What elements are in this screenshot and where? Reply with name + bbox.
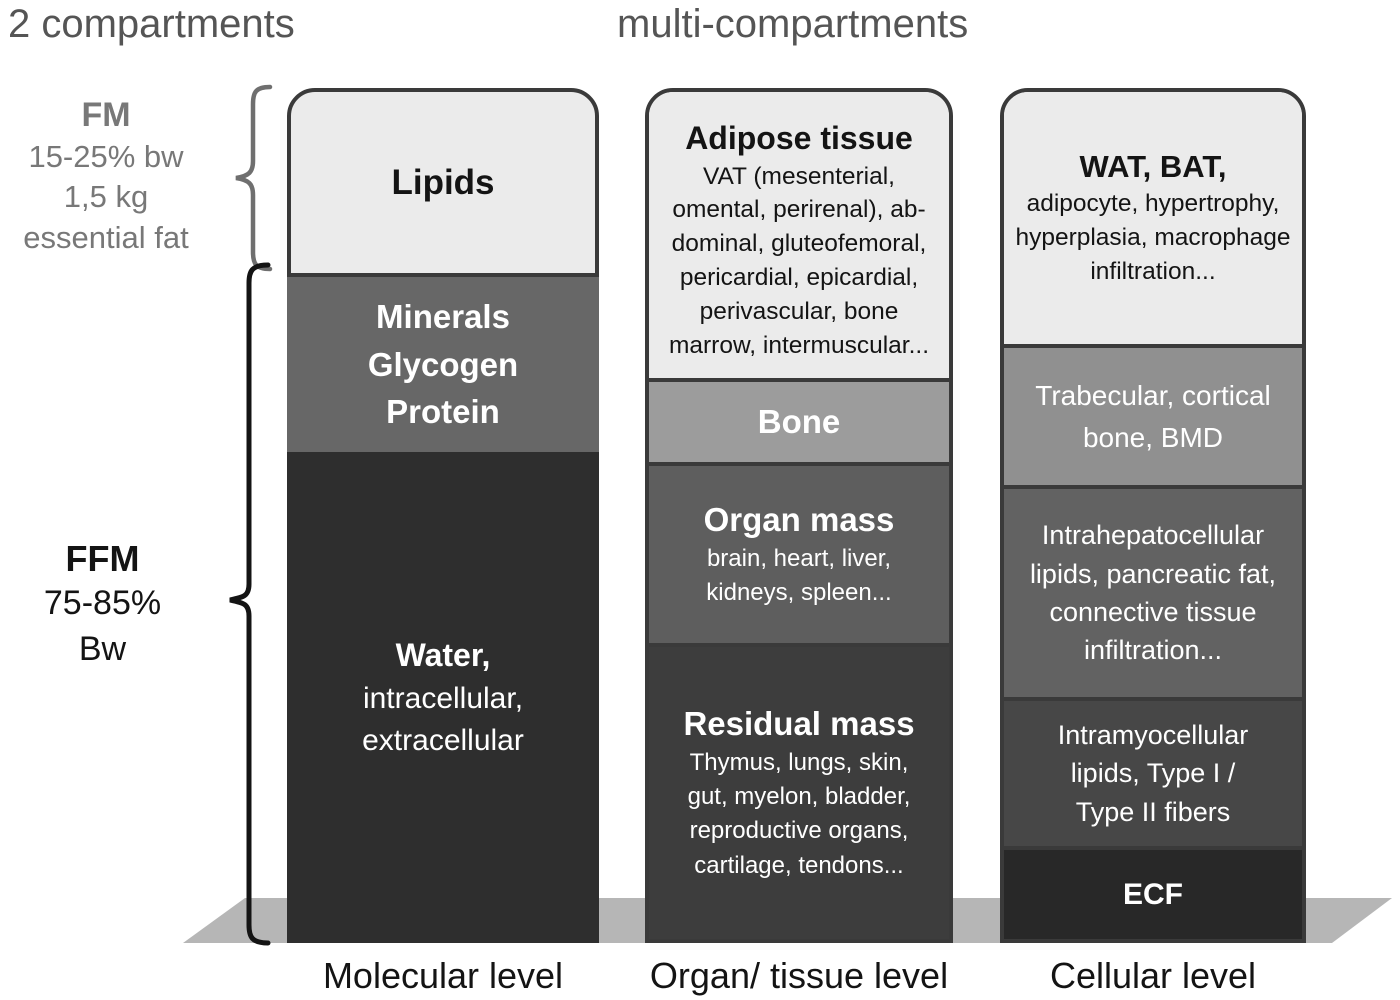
ffm-title: FFM	[65, 538, 140, 579]
segment-lipids: Lipids	[287, 88, 599, 277]
segment-wat-bat-title: WAT, BAT,	[1079, 149, 1227, 185]
segment-intramyocellular-lipids: Intramyocellular lipids, Type I / Type I…	[1004, 697, 1302, 846]
segment-adipose-title: Adipose tissue	[685, 119, 913, 156]
segment-water-body: intracellular, extracellular	[362, 681, 524, 757]
segment-water-title: Water,	[395, 637, 491, 674]
segment-residual-mass-title: Residual mass	[683, 705, 915, 743]
segment-trabecular-cortical-bone: Trabecular, cortical bone, BMD	[1004, 344, 1302, 485]
segment-adipose-body: VAT (mesenterial, omental, perirenal), a…	[668, 162, 930, 359]
segment-trabecular-body: Trabecular, cortical bone, BMD	[1035, 380, 1271, 453]
ffm-detail: 75-85% Bw	[43, 584, 162, 668]
label-molecular-level: Molecular level	[322, 955, 564, 996]
column-organ-tissue: Adipose tissue VAT (mesenterial, omental…	[645, 88, 953, 943]
ffm-brace-path	[229, 262, 271, 946]
column-cellular: WAT, BAT, adipocyte, hypertrophy, hyperp…	[1000, 88, 1306, 943]
fm-detail: 15-25% bw 1,5 kg essential fat	[23, 138, 189, 256]
segment-organ-mass-title: Organ mass	[703, 500, 895, 538]
label-organ-tissue-level: Organ/ tissue level	[649, 955, 949, 996]
label-cellular-level: Cellular level	[1049, 955, 1257, 996]
segment-organ-mass-body: brain, heart, liver, kidneys, spleen...	[706, 544, 892, 606]
segment-adipose-tissue: Adipose tissue VAT (mesenterial, omental…	[649, 92, 949, 378]
header-multi-compartments: multi-compartments	[617, 2, 969, 46]
segment-organ-mass: Organ mass brain, heart, liver, kidneys,…	[649, 462, 949, 643]
segment-minerals-title: Minerals Glycogen Protein	[367, 297, 519, 431]
segment-intrahepatocellular-lipids: Intrahepatocellular lipids, pancreatic f…	[1004, 485, 1302, 697]
segment-residual-mass: Residual mass Thymus, lungs, skin, gut, …	[649, 643, 949, 939]
segment-wat-bat: WAT, BAT, adipocyte, hypertrophy, hyperp…	[1004, 92, 1302, 344]
segment-bone-title: Bone	[757, 403, 841, 440]
fm-annotation: FM 15-25% bw 1,5 kg essential fat	[0, 94, 212, 259]
ffm-brace	[229, 262, 271, 946]
segment-intrahepatocellular-body: Intrahepatocellular lipids, pancreatic f…	[1029, 520, 1277, 666]
segment-wat-bat-body: adipocyte, hypertrophy, hyperplasia, mac…	[1015, 190, 1291, 286]
segment-minerals-glycogen-protein: Minerals Glycogen Protein	[287, 277, 599, 452]
header-two-compartments: 2 compartments	[8, 2, 295, 46]
fm-brace-path	[235, 84, 273, 272]
ffm-annotation: FFM 75-85% Bw	[0, 536, 205, 673]
segment-ecf-title: ECF	[1123, 877, 1183, 911]
fm-brace	[235, 84, 273, 272]
segment-water: Water, intracellular, extracellular	[287, 452, 599, 943]
segment-bone: Bone	[649, 378, 949, 462]
segment-residual-mass-body: Thymus, lungs, skin, gut, myelon, bladde…	[687, 749, 911, 879]
segment-lipids-title: Lipids	[391, 162, 495, 202]
fm-title: FM	[81, 96, 131, 134]
segment-ecf: ECF	[1004, 846, 1302, 939]
segment-intramyocellular-body: Intramyocellular lipids, Type I / Type I…	[1057, 720, 1249, 827]
